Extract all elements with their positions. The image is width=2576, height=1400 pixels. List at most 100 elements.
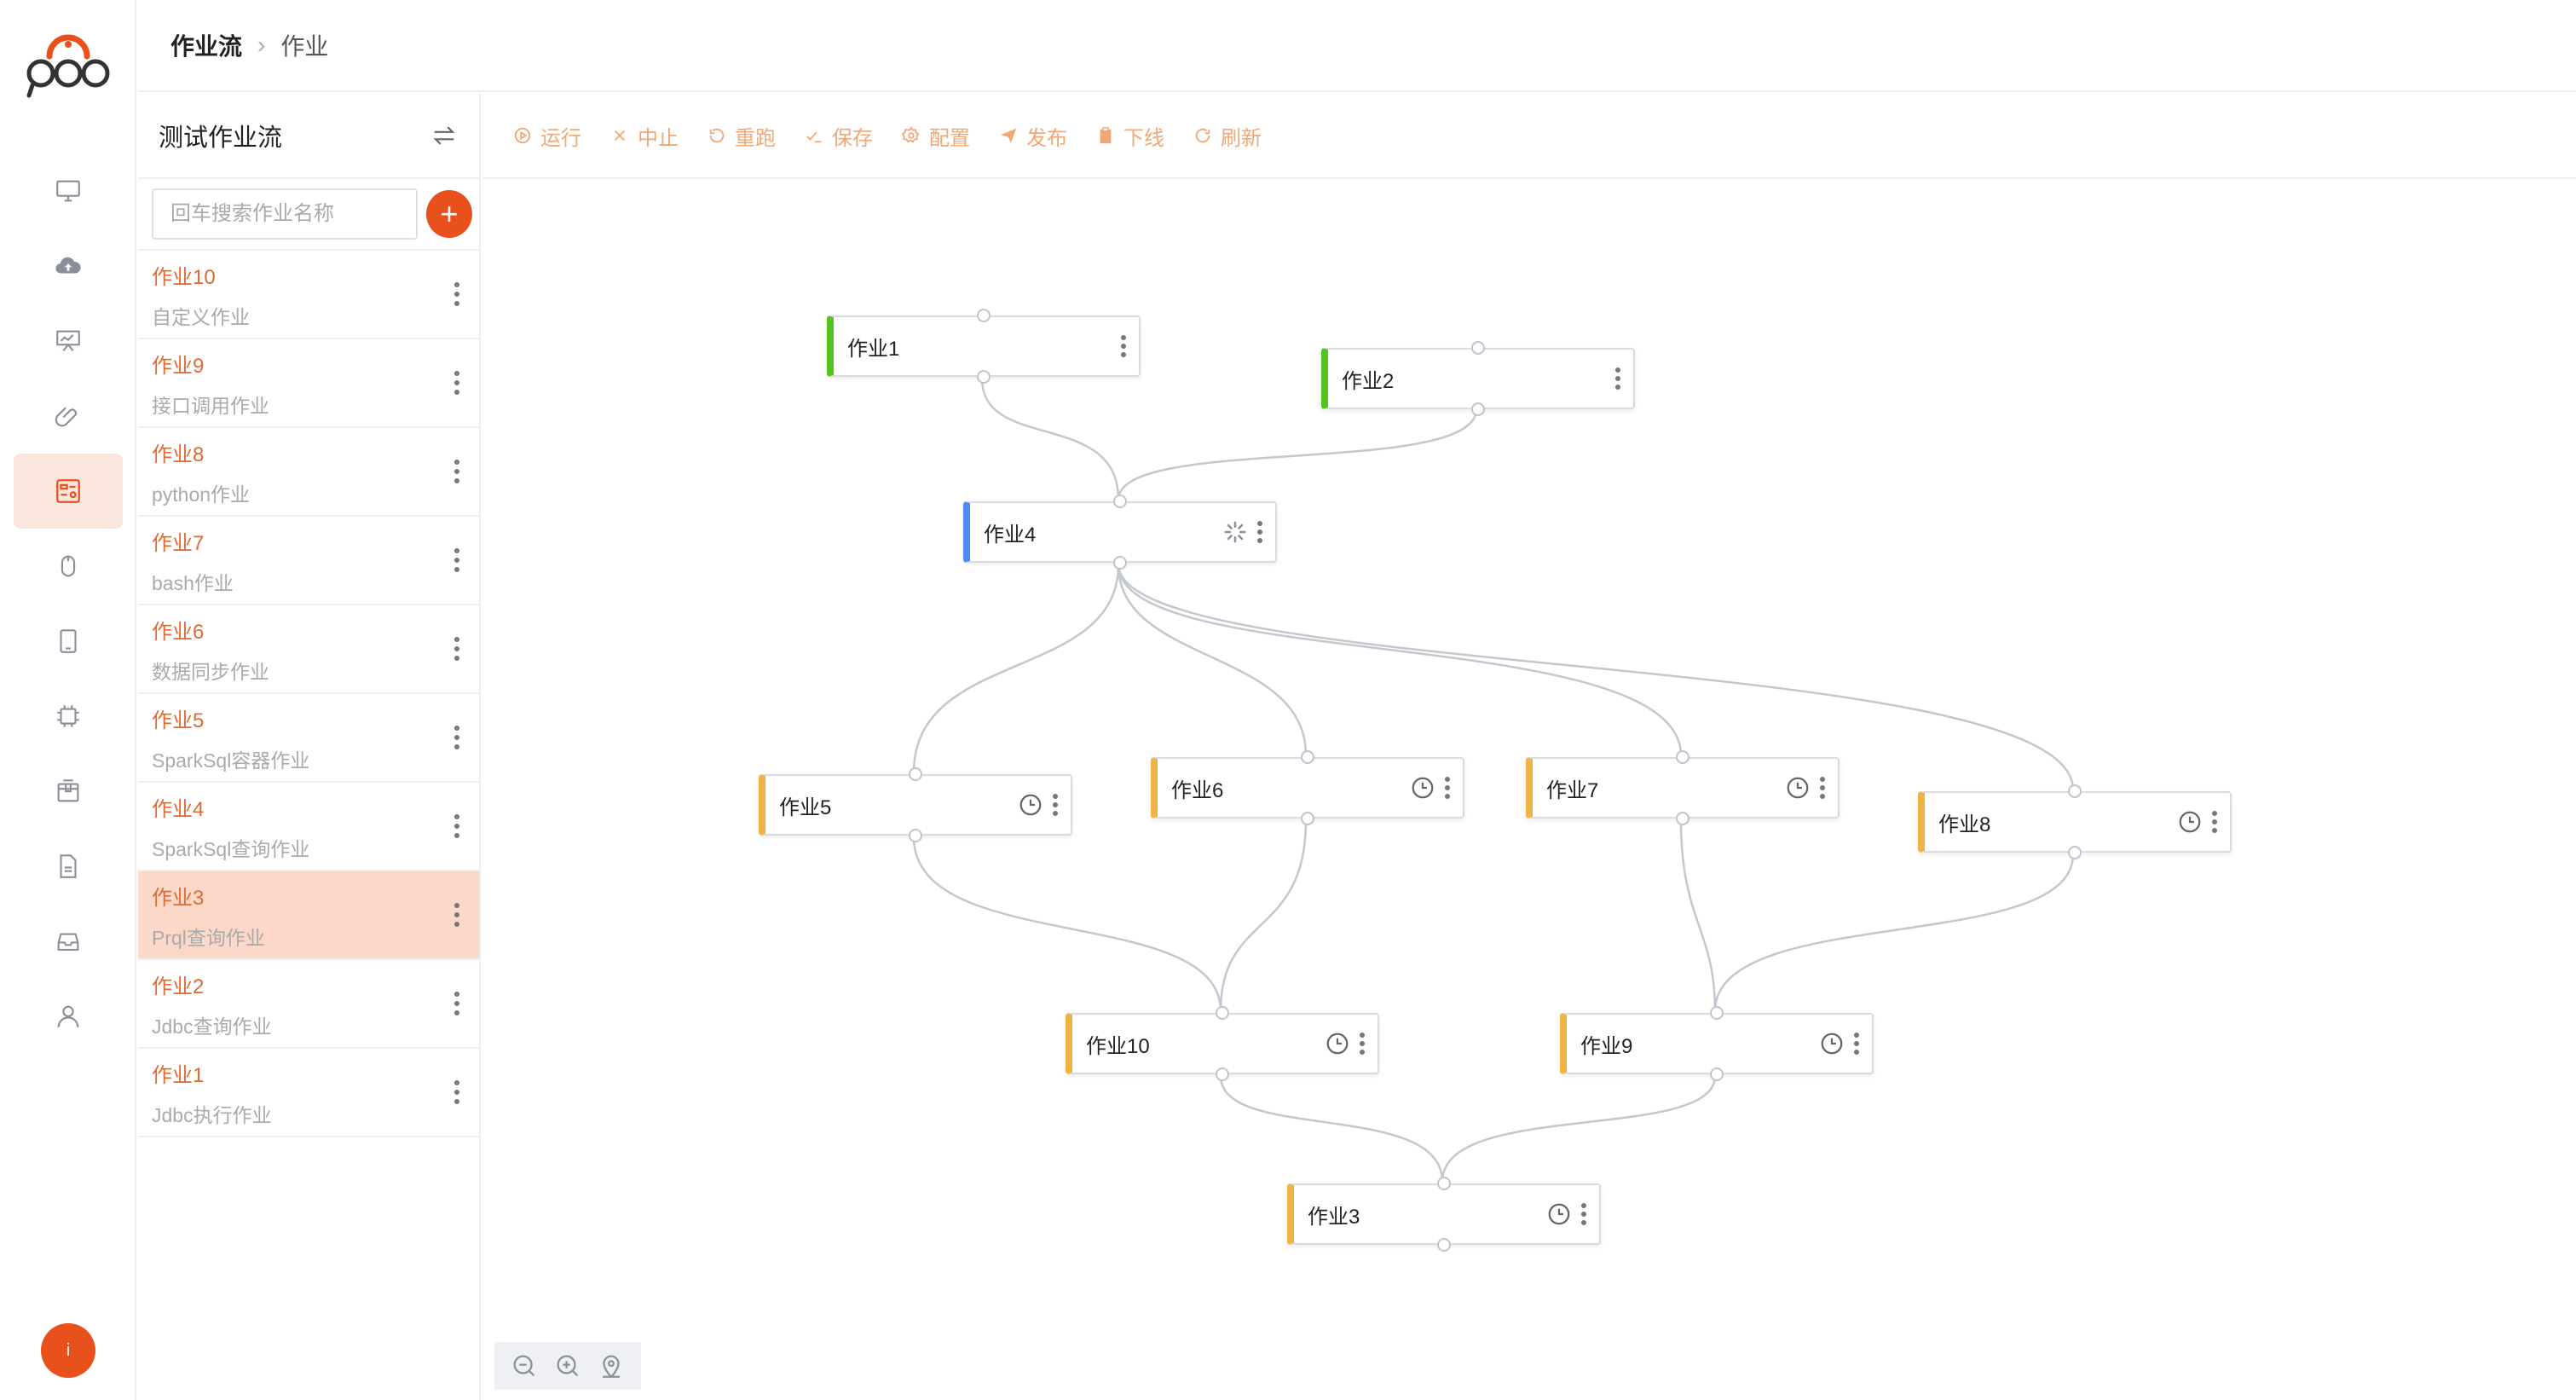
job-list-item[interactable]: 作业5 SparkSql容器作业 bbox=[138, 694, 479, 783]
input-port[interactable] bbox=[977, 309, 991, 322]
output-port[interactable] bbox=[1437, 1238, 1451, 1252]
job-list-item-selected[interactable]: 作业3 Prql查询作业 bbox=[138, 871, 479, 960]
more-vertical-icon[interactable] bbox=[453, 991, 460, 1016]
refresh-button[interactable]: 刷新 bbox=[1193, 121, 1262, 151]
dag-node-job8[interactable]: 作业8 bbox=[1918, 784, 2232, 859]
input-port[interactable] bbox=[1301, 750, 1314, 764]
node-actions bbox=[1538, 1185, 1587, 1243]
node-name: 作业10 bbox=[1086, 1034, 1150, 1058]
node-name: 作业7 bbox=[1546, 778, 1599, 802]
dag-node-job5[interactable]: 作业5 bbox=[759, 767, 1072, 842]
input-port[interactable] bbox=[909, 767, 922, 781]
more-vertical-icon[interactable] bbox=[1580, 1202, 1587, 1226]
nav-monitor[interactable] bbox=[14, 153, 123, 229]
rerun-button[interactable]: 重跑 bbox=[708, 121, 776, 151]
edge-5-10 bbox=[912, 836, 1222, 1012]
publish-button[interactable]: 发布 bbox=[999, 121, 1067, 151]
more-vertical-icon[interactable] bbox=[453, 281, 460, 307]
more-vertical-icon[interactable] bbox=[1444, 776, 1451, 800]
more-vertical-icon[interactable] bbox=[1120, 334, 1127, 358]
more-vertical-icon[interactable] bbox=[1819, 776, 1826, 800]
config-button[interactable]: 配置 bbox=[902, 121, 970, 151]
clipboard-icon bbox=[1100, 127, 1112, 144]
dag-node-job9[interactable]: 作业9 bbox=[1560, 1006, 1874, 1081]
tablet-icon bbox=[60, 629, 77, 653]
nav-attachment[interactable] bbox=[14, 379, 123, 454]
nav-inbox[interactable] bbox=[14, 904, 123, 979]
offline-button[interactable]: 下线 bbox=[1096, 121, 1164, 151]
dag-node-job4[interactable]: 作业4 bbox=[963, 495, 1277, 570]
job-list-item[interactable]: 作业4 SparkSql查询作业 bbox=[138, 783, 479, 871]
swap-icon[interactable] bbox=[430, 121, 459, 150]
dag-node-job1[interactable]: 作业1 bbox=[827, 309, 1141, 384]
output-port[interactable] bbox=[1301, 812, 1314, 825]
more-vertical-icon[interactable] bbox=[1359, 1032, 1366, 1056]
more-vertical-icon[interactable] bbox=[453, 370, 460, 396]
output-port[interactable] bbox=[909, 829, 922, 842]
output-port[interactable] bbox=[977, 370, 991, 384]
add-job-button[interactable]: + bbox=[426, 190, 472, 238]
more-vertical-icon[interactable] bbox=[1052, 793, 1059, 817]
play-circle-icon bbox=[514, 127, 531, 144]
more-vertical-icon[interactable] bbox=[453, 459, 460, 484]
node-name: 作业2 bbox=[1342, 369, 1395, 393]
node-name: 作业5 bbox=[779, 795, 832, 819]
input-port[interactable] bbox=[1437, 1177, 1451, 1190]
dag-node-job10[interactable]: 作业10 bbox=[1066, 1006, 1379, 1081]
more-vertical-icon[interactable] bbox=[1256, 520, 1263, 544]
job-list-item[interactable]: 作业8 python作业 bbox=[138, 428, 479, 517]
dag-node-job6[interactable]: 作业6 bbox=[1151, 750, 1464, 825]
output-port[interactable] bbox=[1216, 1067, 1229, 1081]
node-actions bbox=[2169, 793, 2218, 851]
more-vertical-icon[interactable] bbox=[453, 547, 460, 573]
nav-upload[interactable] bbox=[14, 229, 123, 304]
job-list-item[interactable]: 作业6 数据同步作业 bbox=[138, 605, 479, 694]
more-vertical-icon[interactable] bbox=[453, 1079, 460, 1105]
nav-dashboard[interactable] bbox=[14, 304, 123, 379]
breadcrumb-root[interactable]: 作业流 bbox=[170, 33, 243, 60]
output-port[interactable] bbox=[1113, 556, 1127, 570]
nav-document[interactable] bbox=[14, 829, 123, 904]
zoom-in-icon[interactable] bbox=[553, 1351, 582, 1380]
dag-node-job7[interactable]: 作业7 bbox=[1526, 750, 1840, 825]
save-button[interactable]: 保存 bbox=[805, 121, 873, 151]
job-list-item[interactable]: 作业7 bash作业 bbox=[138, 517, 479, 605]
job-search-input[interactable] bbox=[152, 188, 418, 240]
job-list-item[interactable]: 作业9 接口调用作业 bbox=[138, 339, 479, 428]
nav-workflow[interactable] bbox=[14, 454, 123, 529]
stop-button[interactable]: 中止 bbox=[610, 121, 679, 151]
input-port[interactable] bbox=[2068, 784, 2082, 798]
more-vertical-icon[interactable] bbox=[1853, 1032, 1860, 1056]
job-list-item[interactable]: 作业2 Jdbc查询作业 bbox=[138, 960, 479, 1049]
more-vertical-icon[interactable] bbox=[453, 725, 460, 750]
nav-user[interactable] bbox=[14, 979, 123, 1054]
job-list-item[interactable]: 作业1 Jdbc执行作业 bbox=[138, 1049, 479, 1137]
job-list-item[interactable]: 作业10 自定义作业 bbox=[138, 251, 479, 339]
nav-chip[interactable] bbox=[14, 679, 123, 754]
input-port[interactable] bbox=[1113, 495, 1127, 508]
input-port[interactable] bbox=[1710, 1006, 1724, 1020]
output-port[interactable] bbox=[2068, 846, 2082, 859]
more-vertical-icon[interactable] bbox=[453, 902, 460, 928]
locate-icon[interactable] bbox=[597, 1351, 626, 1380]
more-vertical-icon[interactable] bbox=[2211, 810, 2218, 834]
dag-node-job3[interactable]: 作业3 bbox=[1287, 1177, 1601, 1252]
input-port[interactable] bbox=[1676, 750, 1689, 764]
nav-tablet[interactable] bbox=[14, 604, 123, 679]
output-port[interactable] bbox=[1710, 1067, 1724, 1081]
dag-node-job2[interactable]: 作业2 bbox=[1321, 341, 1635, 416]
more-vertical-icon[interactable] bbox=[453, 813, 460, 839]
output-port[interactable] bbox=[1471, 402, 1485, 416]
job-type: python作业 bbox=[152, 483, 251, 506]
nav-mouse[interactable] bbox=[14, 529, 123, 604]
input-port[interactable] bbox=[1216, 1006, 1229, 1020]
input-port[interactable] bbox=[1471, 341, 1485, 355]
output-port[interactable] bbox=[1676, 812, 1689, 825]
job-name: 作业4 bbox=[152, 798, 205, 821]
run-button[interactable]: 运行 bbox=[513, 121, 581, 151]
user-avatar[interactable]: i bbox=[41, 1323, 95, 1378]
nav-package[interactable] bbox=[14, 754, 123, 829]
more-vertical-icon[interactable] bbox=[1614, 367, 1621, 390]
more-vertical-icon[interactable] bbox=[453, 636, 460, 662]
zoom-out-icon[interactable] bbox=[510, 1351, 539, 1380]
